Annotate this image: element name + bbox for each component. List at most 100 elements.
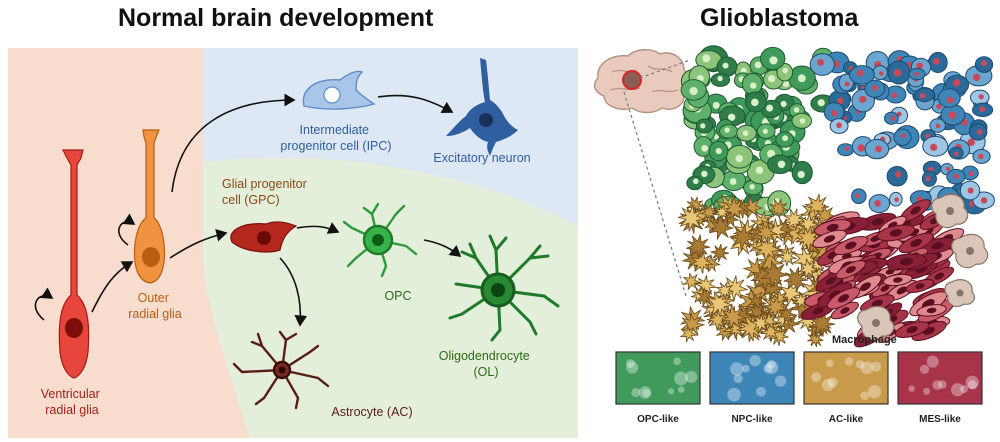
ventricular-label: Ventricular radial glia — [41, 387, 104, 417]
legend-swatch-ac-like — [803, 351, 889, 405]
opc-like-nucleus — [717, 75, 723, 82]
legend-swatch-texture — [860, 391, 869, 400]
npc-like-nucleus — [893, 69, 902, 77]
ac-like-cell — [760, 259, 790, 289]
npc-like-nucleus — [890, 115, 896, 121]
mes-like-nucleus — [845, 241, 857, 250]
zoom-guide-line — [623, 91, 687, 297]
opc-like-nucleus — [755, 166, 764, 175]
legend-swatch-texture — [908, 385, 915, 392]
ac-like-cell — [720, 303, 748, 331]
npc-like-nucleus — [844, 81, 850, 87]
ac-like-cell — [708, 214, 735, 241]
opc-like-nucleus — [735, 154, 743, 163]
npc-like-nucleus — [872, 84, 879, 91]
excitatory-label: Excitatory neuron — [433, 151, 530, 165]
opc-like-nucleus — [769, 56, 778, 65]
opc-like-nucleus — [767, 149, 776, 158]
self-renew-arrow — [34, 287, 54, 321]
ac-like-cell — [677, 203, 705, 232]
legend-swatch-texture — [763, 363, 773, 374]
opc-like-nucleus — [799, 118, 806, 124]
npc-like-nucleus — [919, 92, 926, 99]
opc-like-nucleus — [724, 127, 730, 133]
npc-like-nucleus — [952, 78, 961, 87]
mes-like-nucleus — [899, 257, 914, 266]
opc-like-nucleus — [729, 178, 737, 185]
opc-like-nucleus — [817, 99, 825, 107]
opc-like-nucleus — [692, 178, 699, 185]
npc-like-nucleus — [859, 95, 867, 104]
excitatory-neuron-cell — [446, 58, 518, 156]
legend-label-opc-like: OPC-like — [637, 414, 679, 425]
mes-like-cell-cluster — [800, 199, 965, 348]
npc-like-nucleus — [953, 173, 960, 180]
opc-like-nucleus — [701, 144, 709, 152]
legend-swatch-texture — [727, 387, 741, 402]
legend-swatch-texture — [741, 364, 750, 373]
legend-swatch-texture — [826, 359, 834, 368]
zoom-guide-line-top — [639, 59, 691, 79]
legend-swatch-texture — [965, 375, 979, 390]
npc-like-nucleus — [946, 96, 954, 104]
npc-like-nucleus — [967, 138, 975, 146]
npc-like-nucleus — [891, 92, 898, 99]
ipc-cell — [302, 70, 376, 110]
mes-like-nucleus — [889, 229, 903, 237]
legend-swatch-texture — [951, 383, 965, 397]
opc-like-nucleus — [762, 128, 769, 134]
development-diagram: Ventricular radial glia Outer radial gli… — [8, 48, 578, 438]
opc-like-nucleus — [767, 75, 776, 83]
legend-swatch-texture — [626, 361, 639, 374]
ac-like-cell — [752, 233, 782, 264]
legend-swatch-texture — [845, 357, 854, 366]
mes-like-nucleus — [896, 286, 908, 295]
mes-like-nucleus — [910, 206, 921, 215]
npc-like-nucleus — [914, 71, 919, 77]
arrow-org-to-gpc — [169, 228, 228, 259]
npc-like-nucleus — [977, 153, 984, 160]
ac-like-cell — [715, 281, 734, 300]
ipc-label: Intermediate progenitor cell (IPC) — [280, 123, 391, 153]
legend-swatch-texture — [922, 387, 931, 395]
mes-like-nucleus — [823, 235, 836, 243]
ac-like-cell — [680, 311, 706, 338]
legend-swatch-texture — [667, 388, 675, 395]
npc-like-nucleus — [930, 143, 938, 151]
ac-like-cell — [686, 234, 711, 259]
legend-swatch-texture — [730, 362, 744, 376]
opc-like-nucleus — [782, 80, 790, 87]
npc-like-nucleus — [976, 129, 983, 135]
mes-like-nucleus — [840, 307, 850, 314]
ac-like-cell — [688, 251, 715, 274]
mes-like-nucleus — [812, 307, 824, 315]
mes-like-nucleus — [871, 217, 884, 226]
legend-swatch-texture — [855, 359, 865, 369]
mes-like-nucleus — [825, 276, 836, 285]
ventricular-radial-glia-cell — [58, 149, 90, 379]
npc-like-nucleus — [978, 94, 984, 100]
mes-like-nucleus — [826, 223, 839, 232]
outer-radial-glia-cell — [133, 129, 166, 284]
opc-like-nucleus — [797, 170, 805, 179]
ac-like-cell — [713, 204, 730, 221]
legend-label-mes-like: MES-like — [919, 414, 961, 425]
npc-like-nucleus — [980, 60, 988, 67]
ac-like-cell — [709, 243, 729, 264]
npc-like-nucleus — [925, 176, 931, 182]
legend-swatch-npc-like — [709, 351, 795, 405]
npc-like-nucleus — [948, 111, 957, 120]
opc-like-nucleus — [715, 148, 722, 155]
legend-swatch-texture — [919, 364, 930, 374]
ac-like-cell — [807, 330, 824, 348]
opc-like-nucleus — [740, 67, 747, 74]
npc-like-cell-cluster — [809, 50, 995, 215]
npc-like-nucleus — [817, 58, 825, 66]
astrocyte-label: Astrocyte (AC) — [331, 405, 412, 419]
mes-like-nucleus — [910, 238, 922, 247]
opc-like-nucleus — [782, 135, 789, 142]
mes-like-nucleus — [926, 307, 937, 314]
gpc-cell — [230, 221, 298, 253]
mes-like-nucleus — [845, 265, 856, 274]
macrophage-cells — [857, 193, 989, 341]
